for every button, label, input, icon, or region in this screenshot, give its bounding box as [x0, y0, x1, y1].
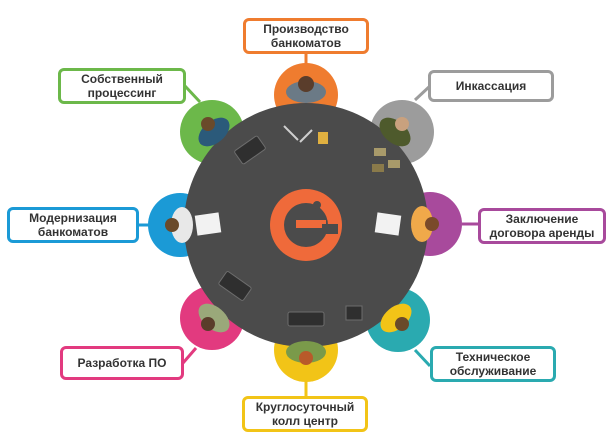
person-modernization	[165, 207, 193, 243]
money-collection-1	[374, 148, 386, 156]
company-logo	[270, 189, 342, 261]
money-collection-3	[372, 164, 384, 172]
tools-production-2	[299, 129, 313, 143]
label-callcenter: Круглосуточный колл центр	[242, 396, 368, 432]
label-maintenance: Техническое обслуживание	[430, 346, 556, 382]
documents-lease	[374, 212, 402, 236]
connector-maintenance	[413, 348, 432, 368]
label-processing: Собственный процессинг	[58, 68, 186, 104]
person-processing	[198, 117, 230, 147]
money-collection-2	[388, 160, 400, 168]
label-collection: Инкассация	[428, 70, 554, 102]
person-software	[198, 303, 230, 333]
person-production	[286, 76, 326, 103]
connector-software	[181, 347, 198, 364]
documents-modernization	[194, 212, 222, 236]
device-maintenance	[345, 305, 363, 321]
label-production: Производство банкоматов	[243, 18, 369, 54]
table-items	[194, 125, 402, 327]
person-lease	[411, 206, 439, 242]
laptop-processing	[234, 135, 266, 165]
tools-production-1	[283, 125, 299, 141]
laptop-software	[218, 271, 252, 301]
person-collection	[379, 117, 411, 147]
people	[165, 76, 439, 365]
connector-lines	[138, 52, 480, 398]
label-modernization: Модернизация банкоматов	[7, 207, 139, 243]
label-software: Разработка ПО	[60, 346, 184, 380]
tools-production-3	[318, 132, 328, 144]
laptop-callcenter	[287, 311, 325, 327]
label-lease: Заключение договора аренды	[478, 208, 606, 244]
person-callcenter	[286, 341, 326, 365]
connector-collection	[413, 84, 432, 102]
person-maintenance	[380, 303, 412, 333]
connector-processing	[183, 84, 202, 104]
